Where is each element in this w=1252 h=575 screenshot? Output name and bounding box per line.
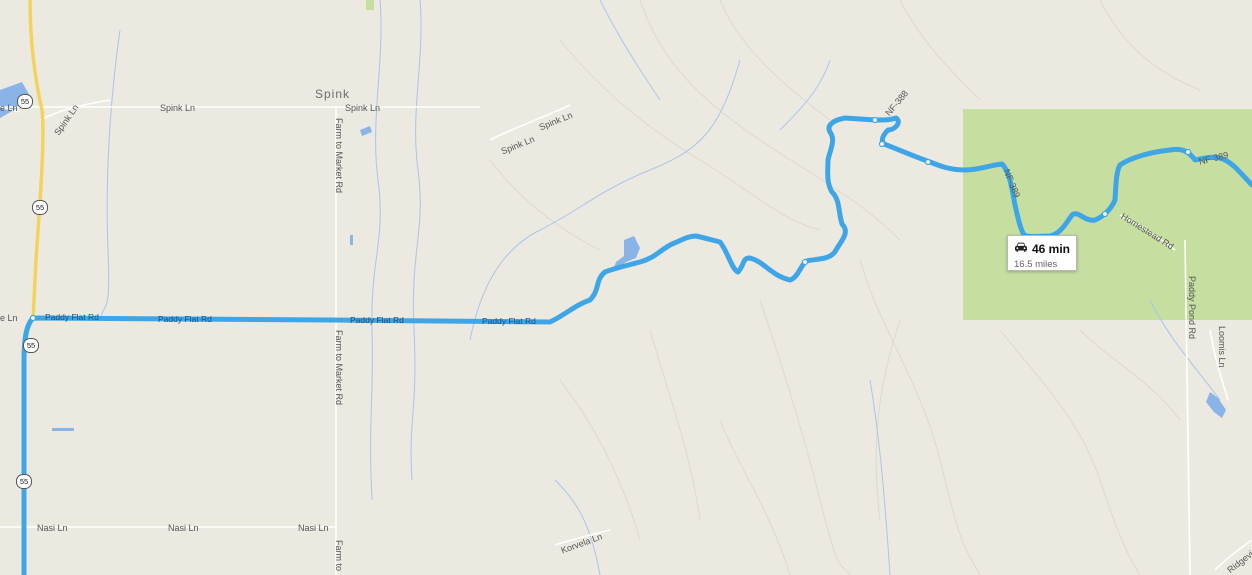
road-label-spink-ln: Spink Ln bbox=[160, 103, 196, 113]
road-label-ln-left-top: e Ln bbox=[0, 103, 18, 113]
road-label-spink-ln: Spink Ln bbox=[345, 103, 381, 113]
road-label-paddy-flat: Paddy Flat Rd bbox=[350, 315, 404, 325]
road-label-nasi-ln: Nasi Ln bbox=[168, 523, 199, 533]
road-label-loomis: Loomis Ln bbox=[1217, 326, 1227, 368]
route-path bbox=[21, 115, 1252, 575]
route-distance: 16.5 miles bbox=[1014, 259, 1058, 270]
road-label-nasi-ln: Nasi Ln bbox=[37, 523, 68, 533]
road-label-ln-left-mid: e Ln bbox=[0, 313, 18, 323]
place-label-spink: Spink bbox=[315, 87, 351, 101]
road-label-farm-to-market: Farm to Market Rd bbox=[334, 330, 344, 406]
highway-shield-55: 55 bbox=[17, 94, 33, 109]
route-info-box[interactable]: 46 min 16.5 miles bbox=[1007, 235, 1077, 271]
road-label-paddy-pond: Paddy Pond Rd bbox=[1187, 276, 1197, 340]
small-green-patch bbox=[366, 0, 374, 10]
streams bbox=[99, 0, 1221, 575]
road-label-paddy-flat: Paddy Flat Rd bbox=[158, 314, 212, 324]
highway-55 bbox=[28, 0, 45, 321]
highway-shield-55: 55 bbox=[16, 474, 32, 489]
road-label-paddy-flat: Paddy Flat Rd bbox=[45, 312, 99, 322]
terrain-contours bbox=[489, 0, 1201, 575]
car-icon bbox=[1014, 240, 1028, 258]
minor-roads bbox=[0, 99, 1252, 575]
road-label-farm-to-market: Farm to bbox=[334, 540, 344, 572]
highway-shield-55: 55 bbox=[32, 200, 48, 215]
road-label-nasi-ln: Nasi Ln bbox=[298, 523, 329, 533]
route-time: 46 min bbox=[1032, 242, 1071, 256]
road-label-paddy-flat: Paddy Flat Rd bbox=[482, 316, 536, 326]
road-label-farm-to-market: Farm to Market Rd bbox=[334, 118, 344, 194]
highway-shield-55: 55 bbox=[23, 338, 39, 353]
route-waypoints bbox=[29, 116, 1192, 322]
